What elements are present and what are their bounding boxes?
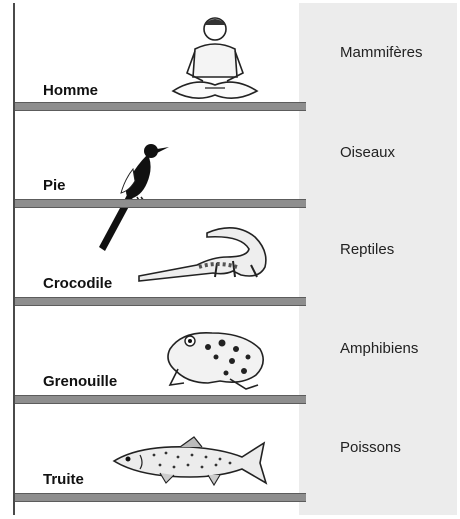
animal-label-pie: Pie <box>43 177 66 194</box>
class-label-poissons: Poissons <box>340 439 401 456</box>
class-label-mammiferes: Mammifères <box>340 44 423 61</box>
class-label-reptiles: Reptiles <box>340 241 394 258</box>
shelf-divider <box>15 395 306 404</box>
class-label-oiseaux: Oiseaux <box>340 144 395 161</box>
shelf-divider <box>15 297 306 306</box>
class-label-amphibiens: Amphibiens <box>340 340 418 357</box>
human-icon <box>165 11 265 106</box>
shelf-divider <box>15 199 306 208</box>
trout-icon <box>110 433 270 493</box>
animal-label-homme: Homme <box>43 82 98 99</box>
classification-panel: Homme Mammifères Pie Oiseaux Crocodile R… <box>13 3 457 515</box>
crocodile-icon <box>137 221 277 299</box>
animal-label-grenouille: Grenouille <box>43 373 117 390</box>
animal-label-crocodile: Crocodile <box>43 275 112 292</box>
animal-label-truite: Truite <box>43 471 84 488</box>
shelf-divider <box>15 493 306 502</box>
shelf-divider <box>15 102 306 111</box>
frog-icon <box>160 325 272 391</box>
